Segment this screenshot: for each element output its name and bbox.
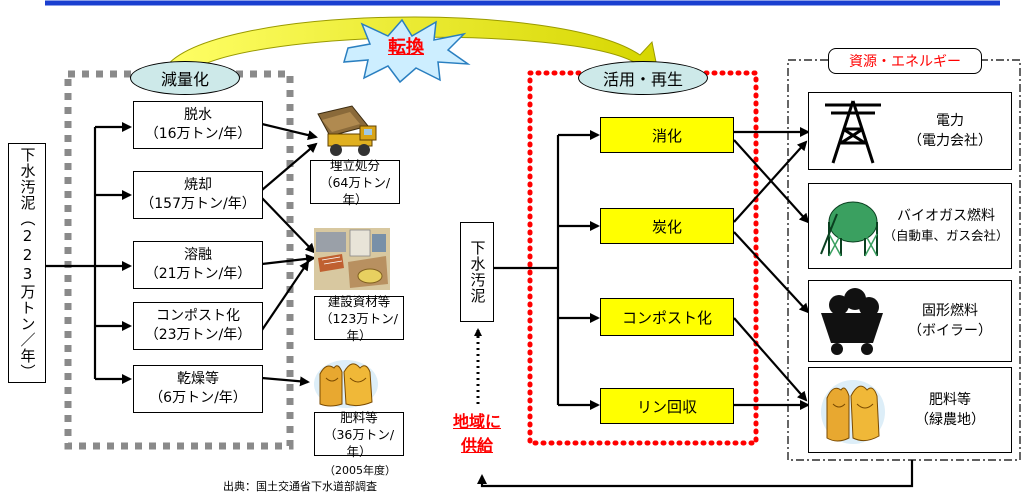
process-amount: （157万トン/年） (140, 196, 256, 212)
resource-name: 固形燃料 (922, 303, 978, 319)
output-landfill: 埋立処分 （64万トン/年） (310, 157, 400, 207)
process-amount: （6万トン/年） (149, 390, 247, 406)
fertilizer-bags-icon (821, 380, 885, 444)
resource-text: 電力 （電力会社） (889, 93, 1011, 169)
resource-sub: （緑農地） (915, 412, 985, 428)
resource-text: バイオガス燃料 （自動車、ガス会社） (881, 184, 1011, 268)
output-amount: （36万トン/年） (323, 426, 395, 459)
fertilizer-bags-icon (314, 360, 378, 408)
resource-text: 肥料等 （緑農地） (889, 368, 1011, 452)
dump-truck-icon (317, 105, 377, 156)
local-supply-text: 地域に供給 (452, 412, 501, 455)
utilize-title: 活用・再生 (578, 61, 708, 95)
resource-fertilizer: 肥料等 （緑農地） (808, 367, 1012, 453)
construction-materials-icon (314, 228, 390, 290)
resource-name: バイオガス燃料 (897, 208, 995, 224)
gas-tank-icon (820, 201, 878, 257)
process-name: 焼却 (184, 177, 212, 193)
process-name: 溶融 (184, 247, 212, 263)
resource-text: 固形燃料 （ボイラー） (889, 281, 1011, 361)
reduce-process-compost: コンポスト化 （23万トン/年） (133, 302, 263, 350)
utilize-carbonization: 炭化 (600, 208, 734, 244)
output-construction: 建設資材等 （123万トン/年） (314, 293, 404, 343)
coal-cart-icon (821, 288, 883, 355)
resource-name: 電力 (936, 113, 964, 129)
year-note: （2005年度） (324, 464, 396, 477)
output-name: 埋立処分 (329, 157, 380, 173)
resource-sub: （ボイラー） (908, 323, 992, 339)
reduce-process-melting: 溶融 （21万トン/年） (133, 241, 263, 289)
output-amount: （123万トン/年） (319, 310, 399, 343)
process-name: コンポスト化 (156, 308, 240, 324)
resources-title: 資源・エネルギー (828, 48, 982, 74)
output-name: 建設資材等 (327, 293, 391, 309)
power-tower-icon (825, 100, 881, 164)
reduce-process-incineration: 焼却 （157万トン/年） (133, 171, 263, 219)
process-amount: （16万トン/年） (144, 126, 252, 142)
local-supply-label: 地域に供給 (447, 410, 507, 458)
sludge-total-box: 下水汚泥（223万トン／年） (8, 143, 46, 383)
reduce-process-dehydration: 脱水 （16万トン/年） (133, 101, 263, 149)
resource-solid-fuel: 固形燃料 （ボイラー） (808, 280, 1012, 362)
process-name: 脱水 (184, 107, 212, 123)
output-amount: （64万トン/年） (319, 174, 391, 207)
resource-electricity: 電力 （電力会社） (808, 92, 1012, 170)
utilize-digestion: 消化 (600, 117, 734, 153)
sludge-local-box: 下水汚泥 (460, 222, 494, 322)
transition-label: 転換 (388, 37, 424, 58)
reduce-process-drying: 乾燥等 （6万トン/年） (133, 365, 263, 413)
utilize-compost: コンポスト化 (600, 298, 734, 336)
resource-name: 肥料等 (929, 392, 971, 408)
utilize-phosphorus-recovery: リン回収 (600, 388, 734, 424)
resource-biogas: バイオガス燃料 （自動車、ガス会社） (808, 183, 1012, 269)
process-name: 乾燥等 (177, 371, 219, 387)
process-amount: （21万トン/年） (144, 266, 252, 282)
reduce-title: 減量化 (130, 61, 240, 95)
resource-sub: （電力会社） (908, 133, 992, 149)
source-note: 出典：国土交通省下水道部調査 (223, 480, 377, 493)
resource-sub: （自動車、ガス会社） (883, 228, 1009, 243)
output-fertilizer: 肥料等 （36万トン/年） (314, 409, 404, 459)
process-amount: （23万トン/年） (144, 327, 252, 343)
transition-starburst (342, 18, 471, 84)
output-name: 肥料等 (340, 409, 378, 425)
